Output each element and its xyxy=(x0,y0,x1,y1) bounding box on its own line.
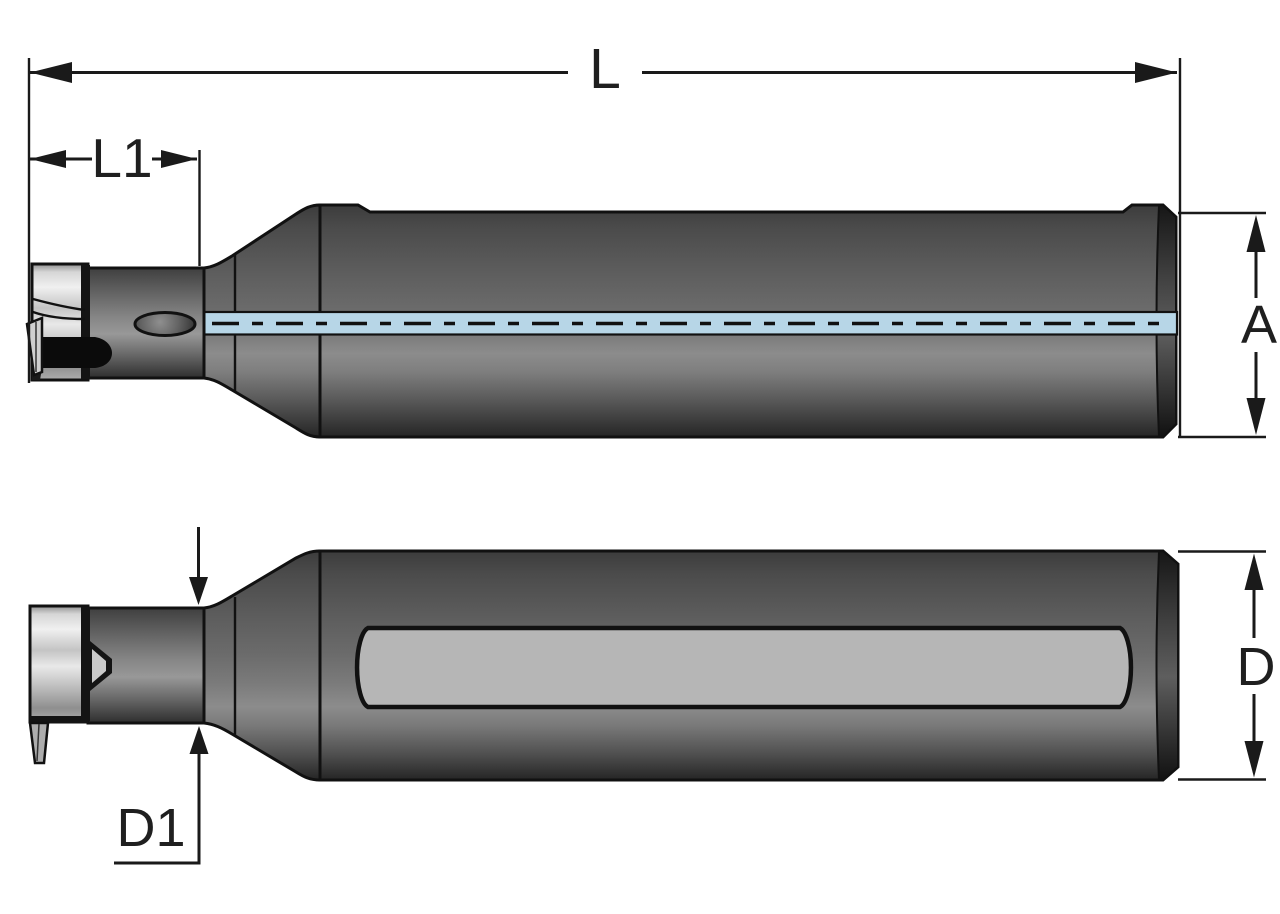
bottom-view-cutter-head xyxy=(28,604,112,765)
bottom-view xyxy=(28,549,1180,782)
dim-L-arrow-left-icon xyxy=(30,62,72,83)
dim-label-L: L xyxy=(589,37,621,101)
dim-A-arrow-down-icon xyxy=(1246,398,1266,435)
head-neck-junction-band xyxy=(81,265,90,379)
dim-label-D1: D1 xyxy=(116,798,185,858)
head-flute-curve xyxy=(32,310,86,321)
head-under-strip xyxy=(30,716,88,723)
dim-D: D xyxy=(1178,550,1276,781)
dim-D-arrow-down-icon xyxy=(1244,741,1264,778)
dim-label-L1: L1 xyxy=(91,127,152,189)
top-view-cutter-head xyxy=(25,262,112,382)
head-neck-junction-band xyxy=(81,607,90,721)
coolant-hole-oval xyxy=(133,311,197,337)
dim-L-arrow-right-icon xyxy=(1135,62,1177,83)
insert-tooth-edge xyxy=(36,723,40,762)
dim-D1-arrow-down-icon xyxy=(189,577,208,605)
dim-label-D: D xyxy=(1237,637,1276,697)
bottom-view-taper xyxy=(202,549,322,782)
dim-A: A xyxy=(1178,211,1277,439)
dimension-annotations: L L1 A D xyxy=(27,37,1277,865)
dim-A-arrow-up-icon xyxy=(1246,215,1266,252)
dim-L: L xyxy=(27,37,1182,437)
dim-L1-arrow-right-icon xyxy=(161,150,197,168)
insert-tooth xyxy=(28,721,50,765)
insert-pocket xyxy=(40,337,112,368)
dim-label-A: A xyxy=(1241,295,1277,355)
dim-D1: D1 xyxy=(114,527,209,865)
dim-D1-arrow-up-icon xyxy=(189,726,209,754)
bottom-view-end-chamfer xyxy=(1155,549,1179,782)
insert-tooth xyxy=(25,316,44,377)
top-view xyxy=(25,203,1179,439)
dim-L1: L1 xyxy=(30,127,201,266)
dim-D-arrow-up-icon xyxy=(1244,553,1264,590)
junction-notch-highlight xyxy=(92,649,106,683)
head-flute-curve xyxy=(32,297,86,312)
dim-L1-arrow-left-icon xyxy=(30,150,66,168)
shank-flat xyxy=(354,625,1134,710)
